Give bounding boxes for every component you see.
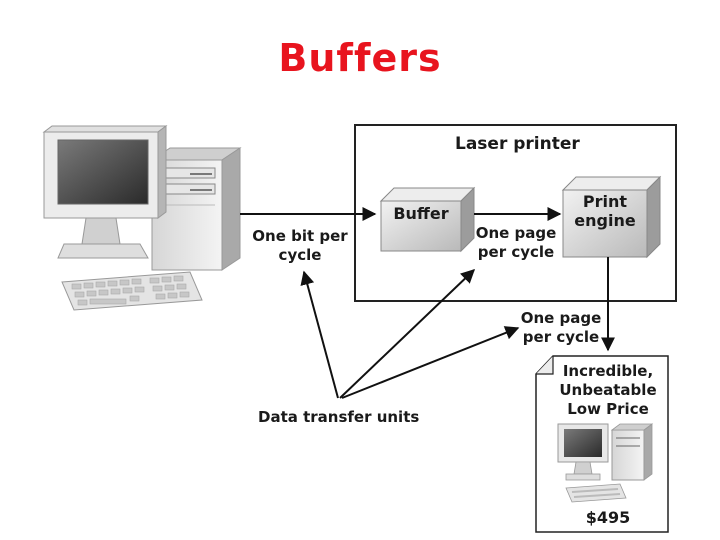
rate-buffer-line1: One page bbox=[475, 224, 557, 242]
print-engine-block bbox=[561, 175, 662, 259]
printed-page-icon bbox=[535, 355, 669, 533]
engine-label-line1: Print bbox=[582, 192, 628, 211]
arrow-units-to-output-rate bbox=[341, 326, 520, 399]
arrow-units-to-buffer-rate bbox=[339, 269, 476, 399]
arrow-units-to-bit-rate bbox=[300, 270, 339, 399]
page-price: $495 bbox=[585, 508, 631, 527]
printer-box-title: Laser printer bbox=[455, 134, 580, 154]
rate-computer-line2: cycle bbox=[278, 246, 322, 264]
page-text-line1: Incredible, bbox=[562, 362, 654, 380]
computer-icon bbox=[42, 125, 242, 311]
rate-output-line2: per cycle bbox=[522, 328, 600, 346]
rate-buffer-line2: per cycle bbox=[477, 243, 555, 261]
page-text-line2: Unbeatable bbox=[559, 381, 657, 399]
engine-label-line2: engine bbox=[574, 211, 636, 230]
rate-output-line1: One page bbox=[520, 309, 602, 327]
buffer-label: Buffer bbox=[393, 204, 449, 223]
rate-computer-line1: One bit per bbox=[252, 227, 348, 245]
page-text-line3: Low Price bbox=[567, 400, 649, 418]
buffer-block bbox=[379, 186, 476, 253]
slide-title: Buffers bbox=[278, 36, 442, 80]
data-transfer-units-label: Data transfer units bbox=[258, 408, 420, 426]
page-computer-icon bbox=[557, 423, 654, 503]
